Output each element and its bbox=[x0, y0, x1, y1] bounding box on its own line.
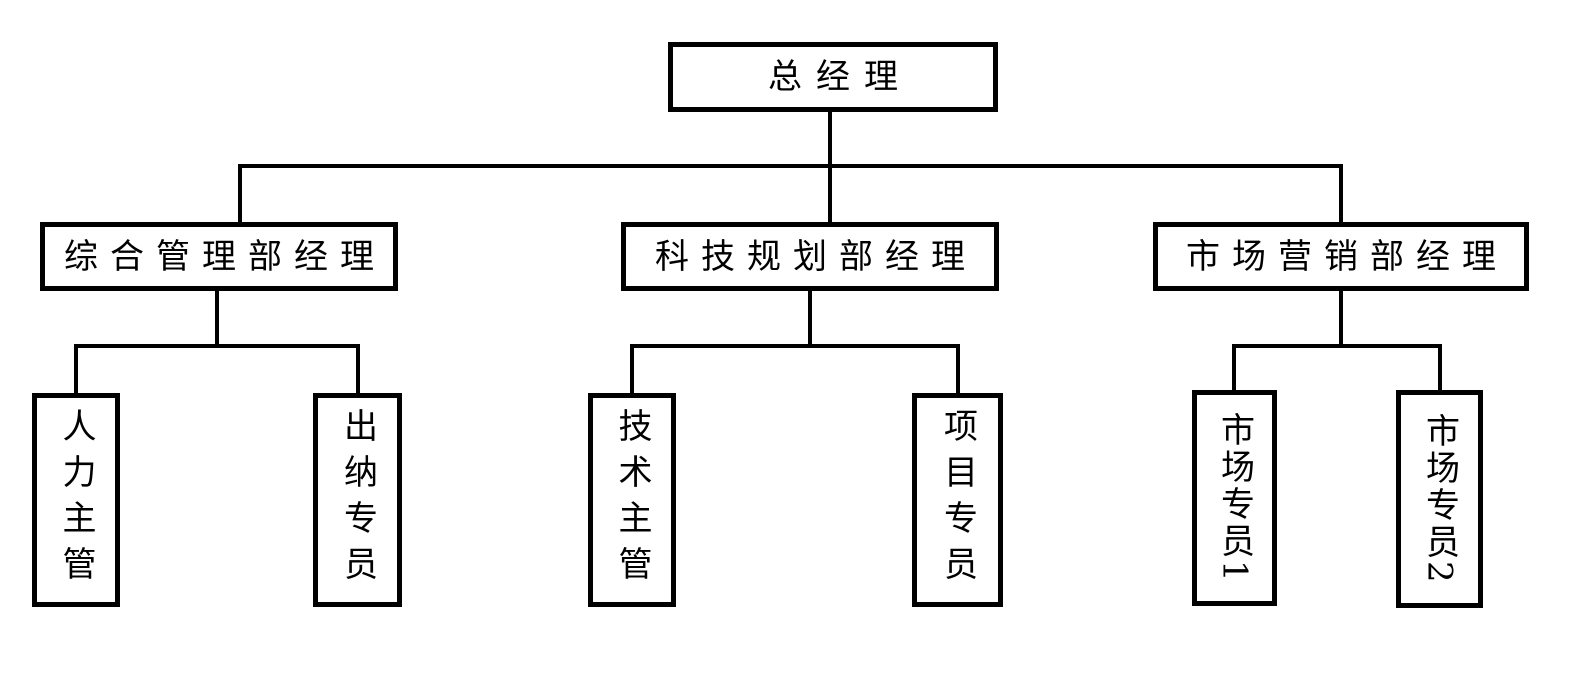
org-node-general-manager: 总经理 bbox=[668, 42, 998, 112]
org-node-market-specialist-1: 市场专员1 bbox=[1192, 390, 1277, 606]
connector-dept1-drop-left bbox=[74, 344, 78, 396]
connector-dept1-bus bbox=[74, 344, 360, 348]
org-node-general-admin-dept-manager: 综合管理部经理 bbox=[40, 222, 398, 291]
connector-level1-bus bbox=[238, 164, 1343, 168]
org-node-marketing-dept-manager: 市场营销部经理 bbox=[1153, 222, 1529, 291]
connector-dept3-drop-right bbox=[1438, 344, 1442, 393]
connector-root-stem bbox=[828, 110, 832, 168]
connector-dept1-stem bbox=[215, 289, 219, 348]
connector-dept3-bus bbox=[1232, 344, 1442, 348]
org-node-hr-supervisor: 人力主管 bbox=[32, 393, 120, 607]
connector-dept2-drop-right bbox=[956, 344, 960, 396]
org-node-project-specialist: 项目专员 bbox=[912, 393, 1003, 607]
connector-level1-drop-right bbox=[1339, 164, 1343, 224]
org-node-market-specialist-2: 市场专员2 bbox=[1396, 390, 1483, 608]
connector-level1-drop-middle bbox=[828, 164, 832, 224]
connector-dept2-bus bbox=[630, 344, 960, 348]
connector-dept3-drop-left bbox=[1232, 344, 1236, 393]
org-node-technical-supervisor: 技术主管 bbox=[588, 393, 676, 607]
org-node-tech-planning-dept-manager: 科技规划部经理 bbox=[621, 222, 999, 291]
connector-dept2-drop-left bbox=[630, 344, 634, 396]
connector-dept2-stem bbox=[808, 289, 812, 348]
connector-dept1-drop-right bbox=[356, 344, 360, 396]
connector-level1-drop-left bbox=[238, 164, 242, 224]
connector-dept3-stem bbox=[1339, 289, 1343, 348]
org-node-cashier-specialist: 出纳专员 bbox=[313, 393, 402, 607]
